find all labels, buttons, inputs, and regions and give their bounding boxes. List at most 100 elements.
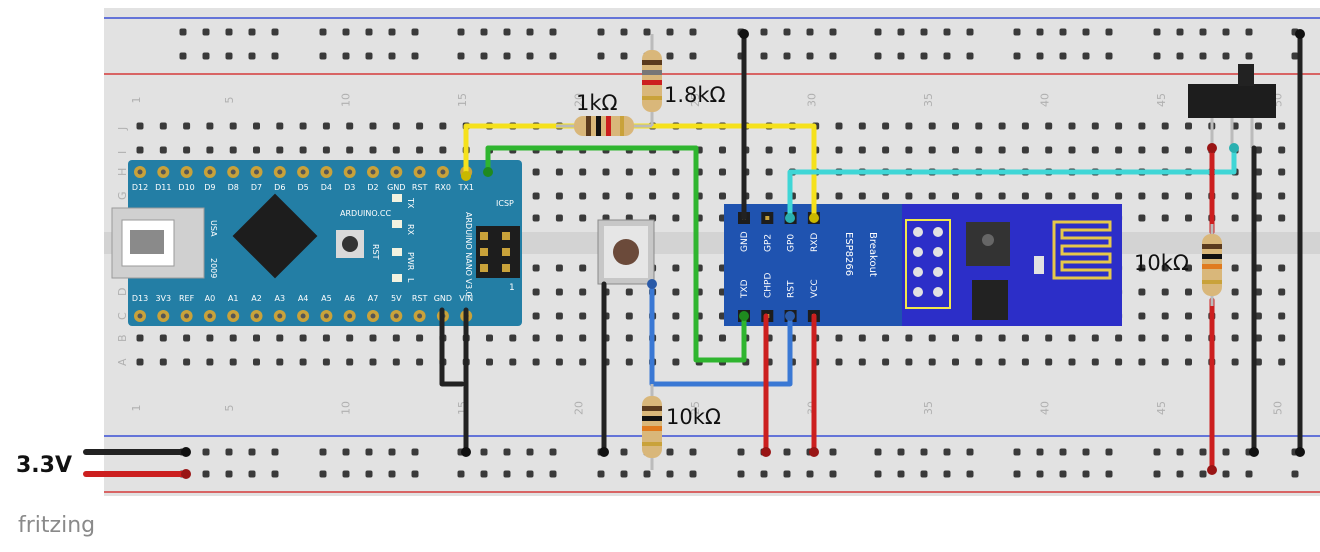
- board-hole: [719, 334, 726, 342]
- board-hole: [625, 168, 633, 176]
- board-hole: [1091, 334, 1099, 342]
- board-hole: [1091, 358, 1099, 366]
- board-hole: [346, 122, 354, 130]
- board-hole: [229, 334, 237, 342]
- board-hole: [649, 192, 657, 200]
- board-hole: [1068, 122, 1076, 130]
- rail-hole: [597, 470, 605, 478]
- board-hole: [299, 122, 307, 130]
- rail-hole: [526, 448, 534, 456]
- wire-black-nano-rst: [439, 307, 465, 387]
- board-hole: [555, 334, 563, 342]
- rail-hole: [457, 470, 465, 478]
- rail-hole: [806, 470, 814, 478]
- board-hole: [369, 146, 377, 154]
- rail-hole: [966, 28, 974, 36]
- board-hole: [1021, 192, 1029, 200]
- board-hole: [1185, 214, 1192, 222]
- board-hole: [952, 192, 959, 200]
- nano-pin-label: A2: [251, 294, 262, 303]
- board-hole: [1045, 122, 1053, 130]
- rail-hole: [666, 470, 674, 478]
- icsp-pin: [502, 232, 510, 240]
- esp-module-board: [902, 204, 1122, 326]
- esp-header-pin: [913, 287, 923, 297]
- push-button[interactable]: [597, 219, 655, 285]
- slide-switch[interactable]: [1188, 64, 1276, 148]
- board-hole: [905, 358, 913, 366]
- board-hole: [1185, 312, 1192, 320]
- board-hole: [1231, 192, 1239, 200]
- icsp-pin: [502, 248, 510, 256]
- board-hole: [1254, 192, 1262, 200]
- board-hole: [486, 334, 493, 342]
- column-number: 25: [689, 401, 702, 415]
- nano-pin-label: A6: [344, 294, 355, 303]
- board-hole: [835, 122, 843, 130]
- board-hole: [905, 122, 913, 130]
- board-hole: [136, 146, 144, 154]
- board-hole: [1185, 264, 1192, 272]
- board-hole: [835, 146, 843, 154]
- rail-hole: [1059, 52, 1067, 60]
- board-hole: [1254, 122, 1262, 130]
- fritzing-logo: fritzing: [18, 513, 95, 538]
- rail-hole: [388, 52, 396, 60]
- board-hole: [1185, 122, 1192, 130]
- led-rx: [392, 220, 402, 228]
- board-hole: [625, 192, 633, 200]
- board-hole: [975, 192, 983, 200]
- board-hole: [1185, 358, 1192, 366]
- row-letter: G: [116, 191, 129, 200]
- rail-hole: [411, 470, 419, 478]
- board-hole: [625, 334, 633, 342]
- board-hole: [1185, 288, 1192, 296]
- board-hole: [1254, 288, 1262, 296]
- board-hole: [719, 168, 726, 176]
- board-hole: [532, 312, 540, 320]
- rail-hole: [1013, 470, 1021, 478]
- led-label: PWR: [406, 252, 415, 271]
- board-hole: [882, 146, 890, 154]
- board-hole: [229, 146, 237, 154]
- rail-hole: [202, 28, 210, 36]
- rail-hole: [760, 52, 768, 60]
- rail-hole: [966, 52, 974, 60]
- board-hole: [952, 146, 959, 154]
- nano-pin-label: A7: [368, 294, 379, 303]
- board-hole: [1138, 334, 1146, 342]
- rail-hole: [920, 28, 928, 36]
- wires: [83, 31, 1303, 477]
- rail-hole: [526, 52, 534, 60]
- nano-pin-label: A4: [298, 294, 309, 303]
- rail-hole: [271, 52, 279, 60]
- rail-hole: [1153, 448, 1161, 456]
- led-tx: [392, 194, 402, 202]
- rail-hole: [411, 448, 419, 456]
- board-hole: [276, 334, 284, 342]
- rail-hole: [1059, 448, 1067, 456]
- board-hole: [858, 122, 866, 130]
- board-hole: [928, 192, 936, 200]
- esp-header-2x4: [905, 219, 951, 309]
- board-hole: [183, 122, 191, 130]
- board-hole: [579, 288, 587, 296]
- nano-pin-label: A3: [275, 294, 286, 303]
- led-label: L: [406, 278, 415, 283]
- row-letter: D: [116, 288, 129, 296]
- board-hole: [1161, 312, 1169, 320]
- column-number: 45: [1155, 401, 1168, 415]
- nano-pin-label: 5V: [391, 294, 402, 303]
- rail-hole: [319, 470, 327, 478]
- board-hole: [532, 192, 540, 200]
- column-number: 25: [689, 93, 702, 107]
- board-hole: [672, 168, 680, 176]
- board-hole: [835, 358, 843, 366]
- rail-hole: [666, 448, 674, 456]
- rail-hole: [829, 28, 837, 36]
- board-hole: [1021, 358, 1029, 366]
- board-hole: [928, 146, 936, 154]
- board-hole: [649, 168, 657, 176]
- rail-hole: [920, 52, 928, 60]
